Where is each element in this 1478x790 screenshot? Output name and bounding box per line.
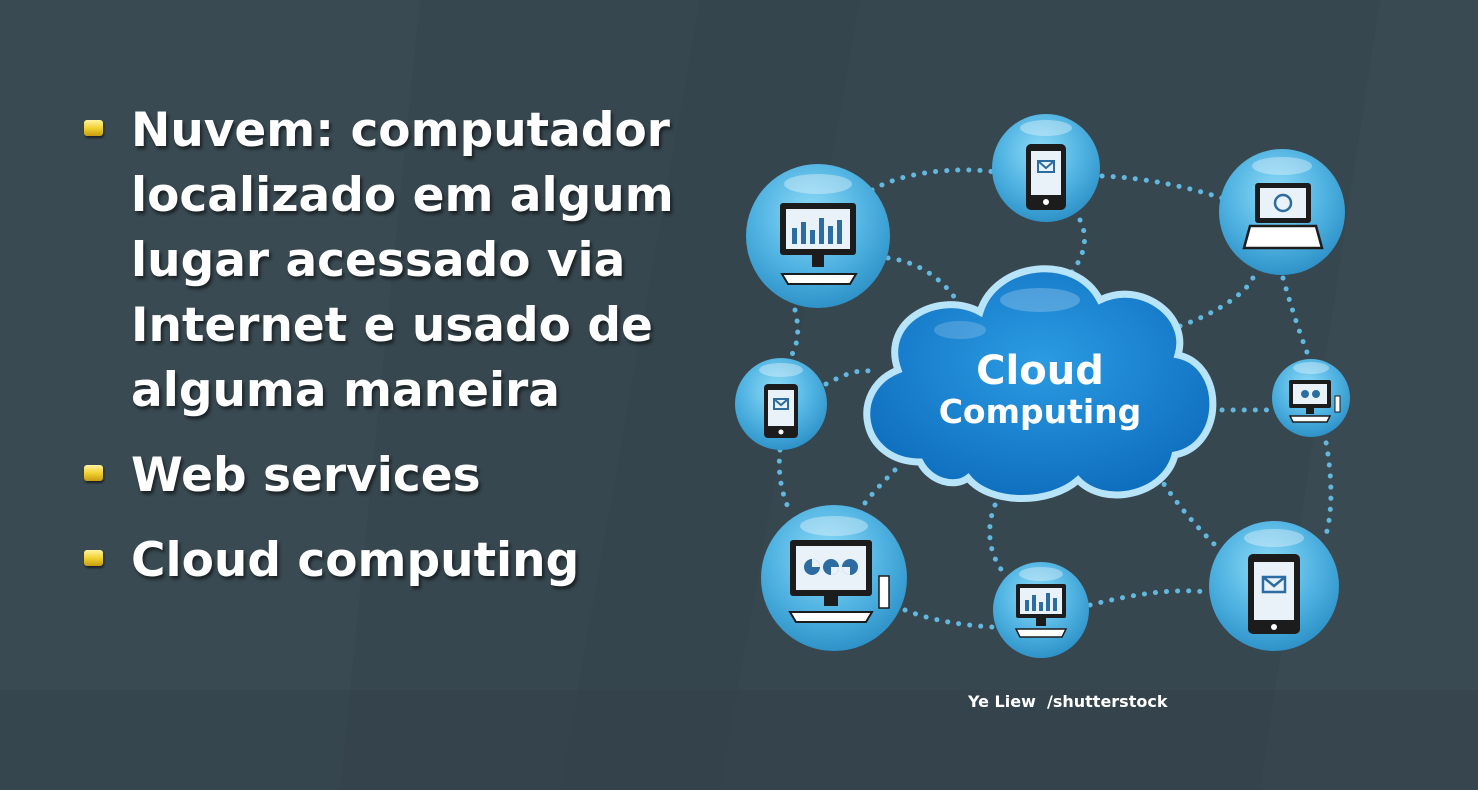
bullet-text: Nuvem: computador localizado em algum lu…	[131, 103, 674, 418]
bullet-list: Nuvem: computador localizado em algum lu…	[84, 98, 724, 593]
bullet-text: Web services	[131, 448, 481, 503]
cloud-title-line1: Cloud	[976, 348, 1104, 394]
network-connection-lines	[776, 167, 1334, 630]
desktop-monitor-icon	[1272, 359, 1350, 437]
smartphone-icon	[735, 358, 827, 450]
cloud-icon: Cloud Computing	[863, 265, 1217, 502]
desktop-monitor-icon	[746, 164, 890, 308]
bullet-item: Nuvem: computador localizado em algum lu…	[84, 98, 724, 423]
bullet-square-icon	[84, 465, 103, 481]
bullet-item: Cloud computing	[84, 528, 724, 593]
laptop-icon	[1219, 149, 1345, 275]
desktop-monitor-icon	[761, 505, 907, 651]
cloud-title-line2: Computing	[939, 392, 1142, 431]
smartphone-icon	[992, 114, 1100, 222]
bullet-square-icon	[84, 120, 103, 136]
desktop-monitor-icon	[993, 562, 1089, 658]
bullet-item: Web services	[84, 443, 724, 508]
image-credit: Ye Liew /shutterstock	[968, 692, 1168, 711]
bullet-text: Cloud computing	[131, 533, 580, 588]
tablet-icon	[1209, 521, 1339, 651]
bullet-square-icon	[84, 550, 103, 566]
